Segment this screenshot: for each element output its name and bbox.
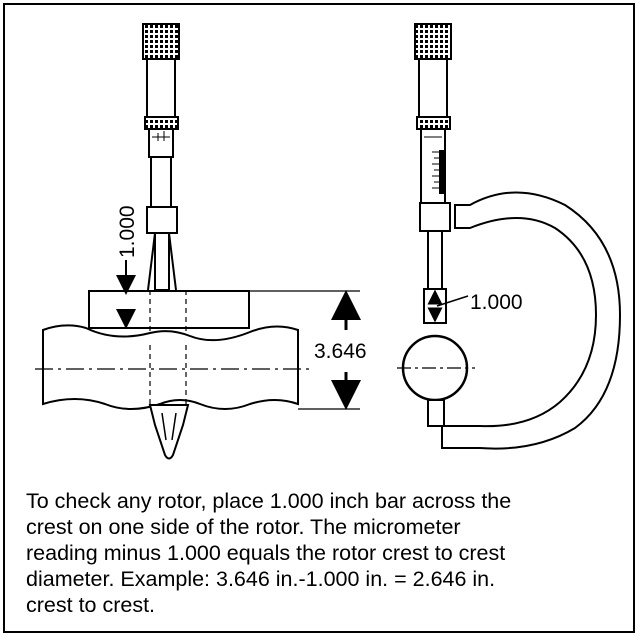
right-micrometer <box>397 23 622 450</box>
gauge-bar <box>88 290 250 329</box>
caption-line: diameter. Example: 3.646 in.-1.000 in. =… <box>26 567 496 591</box>
left-knurled-cap <box>142 23 180 60</box>
overall-dimension-label: 3.646 <box>314 340 367 363</box>
rotor-profile <box>42 324 299 410</box>
figure-caption: To check any rotor, place 1.000 inch bar… <box>26 488 626 618</box>
overall-dimension: 3.646 <box>249 290 367 410</box>
right-bar-dimension: 1.000 <box>427 289 523 323</box>
caption-line: reading minus 1.000 equals the rotor cre… <box>26 541 506 565</box>
right-knurled-cap <box>414 23 452 60</box>
right-bar-dimension-label: 1.000 <box>470 291 523 314</box>
caption-line: crest on one side of the rotor. The micr… <box>26 515 461 539</box>
caption-line: To check any rotor, place 1.000 inch bar… <box>26 489 512 513</box>
rotor-tip <box>148 404 190 460</box>
micrometer-frame <box>441 191 622 450</box>
bar-dimension-label: 1.000 <box>116 205 139 258</box>
caption-line: crest to crest. <box>26 593 156 617</box>
left-micrometer <box>142 23 180 291</box>
bar-dimension: 1.000 <box>116 205 139 329</box>
